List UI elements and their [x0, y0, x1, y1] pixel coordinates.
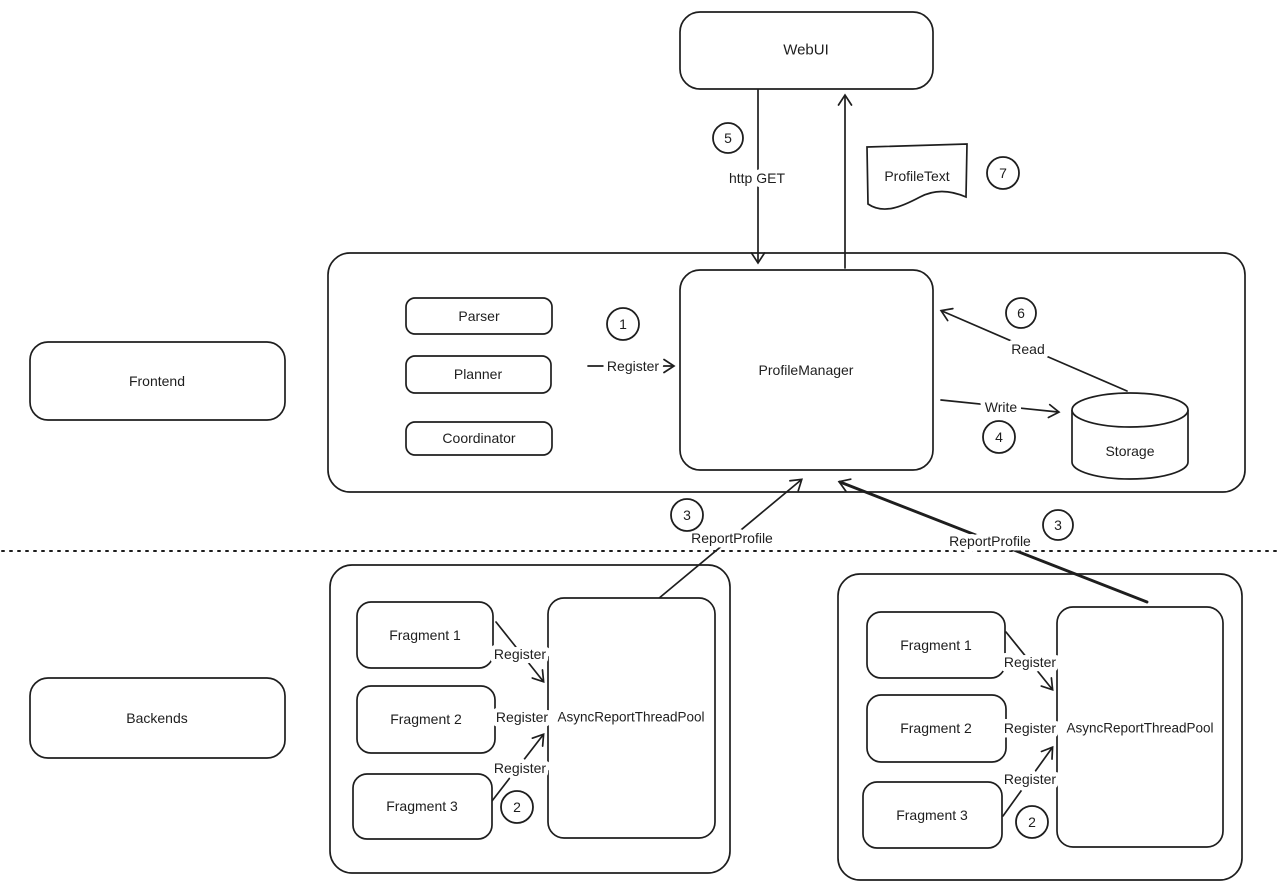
profiletext-document [866, 143, 968, 210]
arrow-reportprofile-left [657, 478, 803, 600]
badge-3-left: 3 [670, 498, 704, 532]
backend-left-fragment-3-label: Fragment 3 [386, 798, 458, 814]
arrow-write [940, 399, 1061, 419]
arrow-register-right-1 [1005, 631, 1054, 691]
arrow-register-left-3 [491, 732, 545, 802]
badge-3-right-number: 3 [1054, 517, 1062, 533]
storage-node: Storage [1071, 392, 1189, 480]
storage-cylinder-top [1071, 392, 1189, 428]
badge-6: 6 [1005, 297, 1037, 329]
planner-label: Planner [454, 366, 503, 382]
badge-4-circle [982, 420, 1016, 454]
parser-node [405, 297, 553, 335]
storage-cylinder-body [1071, 410, 1189, 480]
badge-3-right-circle [1042, 509, 1074, 541]
badge-7-number: 7 [999, 165, 1007, 181]
backend-right-fragment-3-label: Fragment 3 [896, 807, 968, 823]
planner-node [405, 355, 552, 394]
badge-7: 7 [986, 156, 1020, 190]
webui-label: WebUI [783, 42, 829, 59]
write-label: Write [985, 399, 1018, 415]
reportprofile-label-right: ReportProfile [949, 533, 1031, 549]
backends-node [29, 677, 286, 759]
storage-label: Storage [1105, 443, 1154, 459]
backend-left-fragment-3 [352, 773, 493, 840]
reportprofile-label-left: ReportProfile [691, 530, 773, 546]
register-label-right-3: Register [1004, 771, 1056, 787]
badge-5: 5 [712, 122, 744, 154]
coordinator-label: Coordinator [442, 430, 515, 446]
arrow-reportprofile-right [837, 478, 1149, 604]
badge-2-right-circle [1015, 805, 1049, 839]
register-label-left-2: Register [496, 709, 548, 725]
badge-2-right-number: 2 [1028, 814, 1036, 830]
profilemanager-label: ProfileManager [759, 362, 854, 378]
backend-left-fragment-2 [356, 685, 496, 754]
badge-7-circle [986, 156, 1020, 190]
arrow-register-right-3 [1002, 745, 1054, 817]
badge-5-number: 5 [724, 130, 732, 146]
backend-right-pool-node [1056, 606, 1224, 848]
webui-node [679, 11, 934, 90]
coordinator-node [405, 421, 553, 456]
backend-right-fragment-1 [866, 611, 1006, 679]
backend-left-pool-node [547, 597, 716, 839]
profiletext-label: ProfileText [884, 168, 949, 184]
frontend-label: Frontend [129, 373, 185, 389]
badge-1-number: 1 [619, 316, 627, 332]
backends-label: Backends [126, 710, 187, 726]
badge-3-right: 3 [1042, 509, 1074, 541]
http-get-label: http GET [729, 170, 785, 186]
badge-6-number: 6 [1017, 305, 1025, 321]
backend-left-fragment-1 [356, 601, 494, 669]
backend-right-fragment-1-label: Fragment 1 [900, 637, 972, 653]
badge-1: 1 [606, 307, 640, 341]
register-label-right-2: Register [1004, 720, 1056, 736]
read-label: Read [1011, 341, 1044, 357]
register-label-left-3: Register [494, 760, 546, 776]
backend-left-fragment-1-label: Fragment 1 [389, 627, 461, 643]
parser-label: Parser [458, 308, 500, 324]
badge-1-circle [606, 307, 640, 341]
backend-left-container [329, 564, 731, 874]
badge-2-left-circle [500, 790, 534, 824]
arrow-register-left-1 [495, 621, 545, 684]
backend-left-fragment-2-label: Fragment 2 [390, 711, 462, 727]
register-label-left-1: Register [494, 646, 546, 662]
register-label-frontend: Register [607, 358, 659, 374]
backend-right-container [837, 573, 1243, 881]
badge-6-circle [1005, 297, 1037, 329]
backend-right-pool-label: AsyncReportThreadPool [1066, 721, 1213, 736]
backend-right-fragment-2-label: Fragment 2 [900, 720, 972, 736]
badge-2-left: 2 [500, 790, 534, 824]
backend-right-fragment-2 [866, 694, 1007, 763]
frontend-node [29, 341, 286, 421]
arrow-read [939, 307, 1128, 392]
backend-right-fragment-3 [862, 781, 1003, 849]
badge-3-left-circle [670, 498, 704, 532]
badge-3-left-number: 3 [683, 507, 691, 523]
profilemanager-node [679, 269, 934, 471]
badge-4: 4 [982, 420, 1016, 454]
badge-5-circle [712, 122, 744, 154]
badge-4-number: 4 [995, 429, 1003, 445]
backend-left-pool-label: AsyncReportThreadPool [557, 710, 704, 725]
badge-2-left-number: 2 [513, 799, 521, 815]
badge-2-right: 2 [1015, 805, 1049, 839]
register-label-right-1: Register [1004, 654, 1056, 670]
